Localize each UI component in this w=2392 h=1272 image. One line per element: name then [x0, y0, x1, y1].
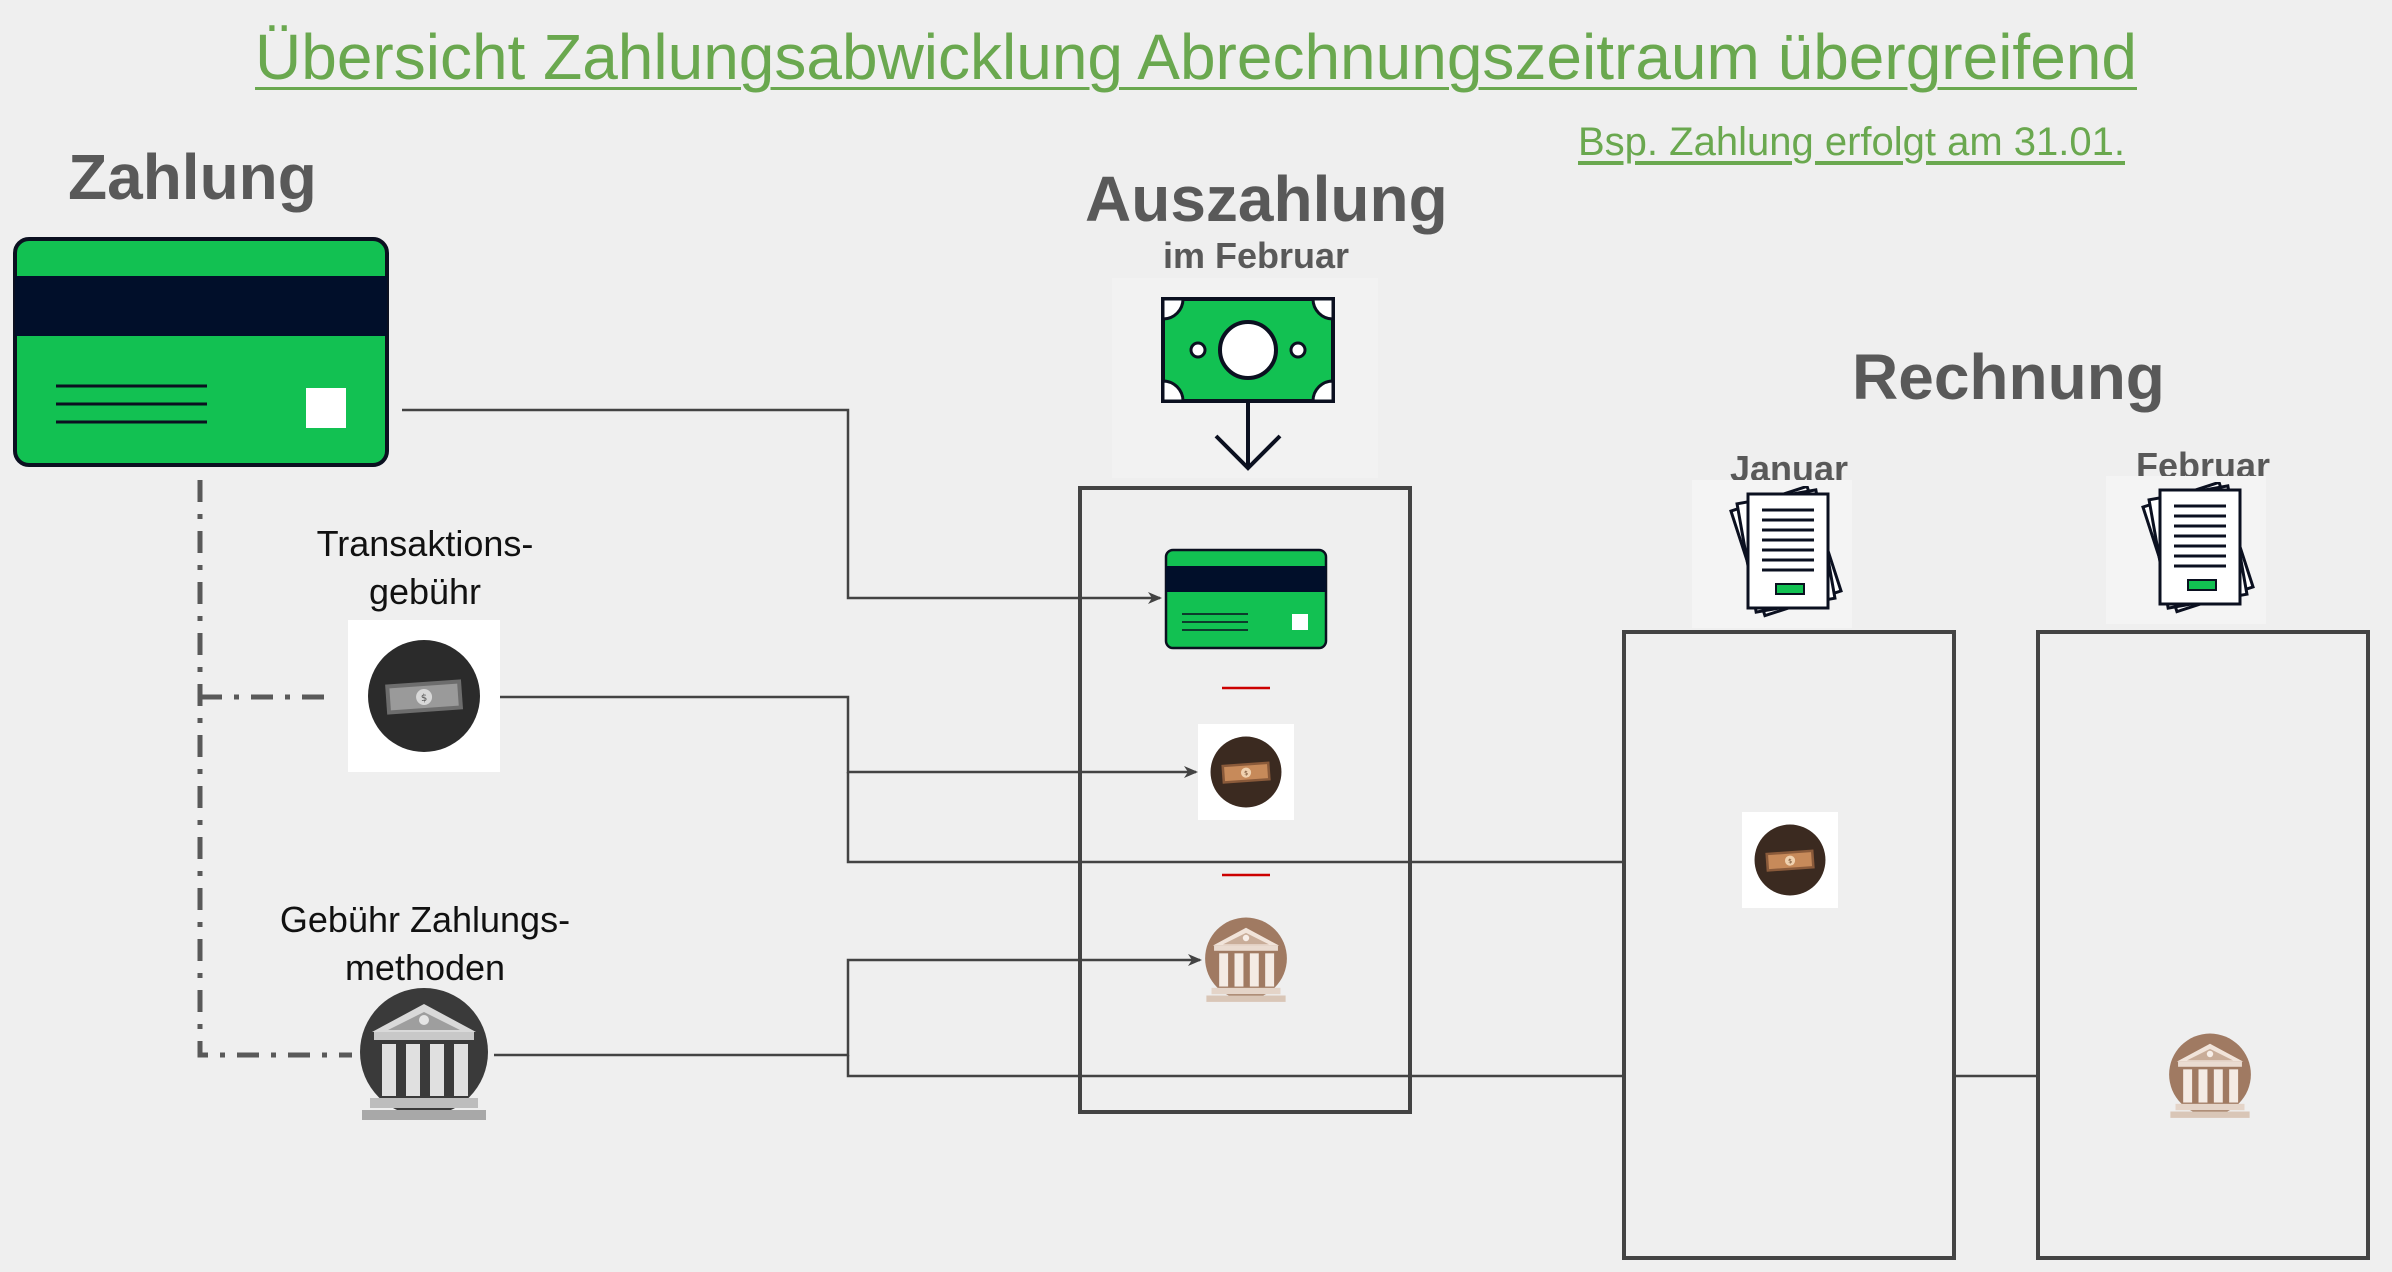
method-fee-connector: [494, 954, 1202, 1057]
credit-card-icon: [13, 237, 389, 467]
invoice-january-box: [1622, 630, 1956, 1260]
svg-text:$: $: [421, 693, 428, 704]
cash-payout-icon: [1161, 297, 1335, 471]
svg-text:$: $: [1788, 858, 1793, 865]
transaction-fee-to-invoice-connector: [846, 772, 1622, 864]
invoice-document-icon: [1729, 486, 1843, 618]
banknote-icon: $: [368, 640, 480, 752]
payment-heading: Zahlung: [68, 141, 317, 213]
method-fee-label: Gebühr Zahlungs- methoden: [225, 896, 625, 992]
transaction-fee-label-line1: Transaktions-: [316, 523, 534, 564]
card-connector: [402, 408, 1162, 604]
transaction-fee-label: Transaktions- gebühr: [240, 520, 610, 616]
bank-icon: [1205, 917, 1287, 1002]
invoice-february-box: [2036, 630, 2370, 1260]
payout-subheading: im Februar: [1162, 235, 1350, 276]
method-fee-label-line1: Gebühr Zahlungs-: [279, 899, 571, 940]
method-fee-to-invoice-connector: [846, 1055, 1622, 1078]
transaction-fee-label-line2: gebühr: [368, 571, 482, 612]
bank-icon: [2169, 1033, 2251, 1118]
payout-heading: Auszahlung: [1085, 163, 1448, 235]
banknote-icon: $: [1754, 824, 1826, 896]
example-note: Bsp. Zahlung erfolgt am 31.01.: [1578, 120, 2125, 164]
payout-box: [1078, 486, 1412, 1114]
invoice-document-icon: [2141, 482, 2255, 614]
payment-dashdot-line: [197, 480, 352, 1058]
credit-card-icon: [1164, 548, 1328, 650]
bank-icon: [360, 988, 488, 1120]
method-fee-label-line2: methoden: [344, 947, 506, 988]
svg-text:$: $: [1244, 770, 1249, 777]
invoice-heading: Rechnung: [1852, 341, 2165, 413]
banknote-icon: $: [1210, 736, 1282, 808]
page-title: Übersicht Zahlungsabwicklung Abrechnungs…: [255, 21, 2137, 93]
transaction-fee-connector: [500, 695, 1198, 778]
